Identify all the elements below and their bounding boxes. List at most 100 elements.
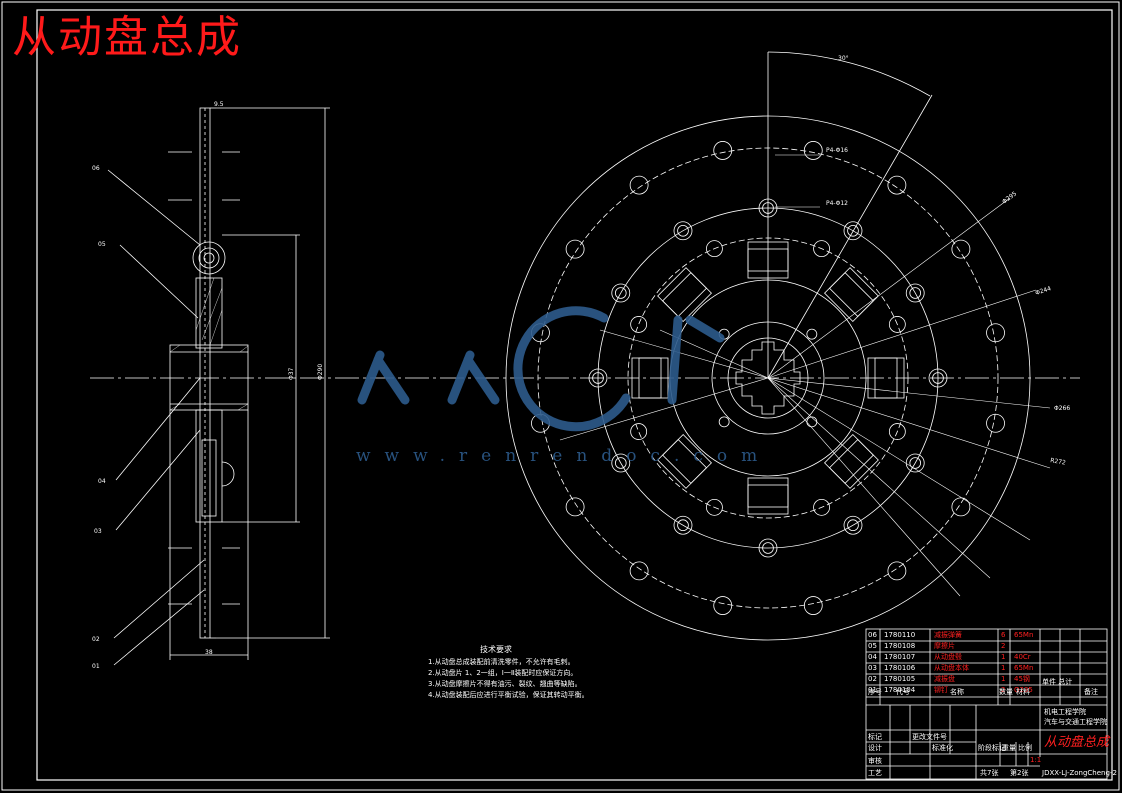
part-code: 1780105 [884,675,916,683]
sheet-total: 共7张 [980,769,999,777]
rivet-hole-inner [762,542,774,554]
rivet-hole [905,453,925,473]
rivet-hole [803,596,823,615]
designer-label: 设计 [868,744,882,752]
hdr-name: 名称 [950,688,964,696]
rivet-hole [611,453,631,473]
rivet-hole-inner [614,287,627,299]
tech-item-2: 2.从动盘片 1、2一组，Ⅰ一Ⅱ装配时应保证方向。 [428,669,578,677]
dimension-leaders [559,154,1051,597]
part-no: 04 [868,653,877,661]
part-material: 45钢 [1014,675,1030,683]
part-name: 从动盘毂 [934,653,962,661]
rivet-hole-inner [677,224,689,237]
rivet-hole-inner [847,224,859,237]
hdr-material: 材料 [1016,688,1030,696]
rivet-hole [986,413,1005,433]
dim-vertical-1: Φ37 [288,367,295,380]
spring-window [747,477,789,515]
part-code: 1780104 [884,686,916,694]
spring-window [657,434,712,489]
rivet-hole [713,596,733,615]
part-code: 1780110 [884,631,916,639]
weight-label: 重量 [1002,744,1016,752]
sheet-no: 第2张 [1010,769,1029,777]
disc-front-view [505,51,1031,641]
rivet-hole [629,561,649,581]
rivet-hole [813,498,830,516]
rivet-hole [803,141,823,160]
part-no: 01 [868,686,877,694]
part-code: 1780108 [884,642,916,650]
rivet-hole [630,316,648,333]
rivet-hole [928,368,948,388]
rivet-hole [888,316,906,333]
callout-02: 02 [92,636,100,643]
spring-window [824,267,879,322]
hdr-weight: 单件 总计 [1042,678,1073,686]
part-name: 减振盘 [934,675,955,683]
rivet-hole-inner [762,202,774,214]
spring-windows [631,241,905,515]
part-material: Q235 [1014,686,1033,694]
scale-label: 比例 [1018,744,1032,752]
title-block-name: 从动盘总成 [1044,735,1110,750]
rivet-hole [706,240,723,258]
part-no: 03 [868,664,877,672]
rivet-hole [888,423,906,440]
rivet-hole [629,175,649,195]
rivet-hole [843,221,863,241]
hdr-note: 备注 [1084,688,1098,696]
part-qty: 1 [1001,653,1006,661]
section-view [107,107,330,666]
part-qty: 2 [1001,642,1006,650]
rivet-hole-inner [847,519,859,532]
part-no: 06 [868,631,877,639]
part-no: 02 [868,675,877,683]
std-label: 标准化 [932,744,953,752]
callout-01: 01 [92,663,100,670]
checker-label: 审核 [868,757,882,765]
part-code: 1780106 [884,664,916,672]
spring-window [631,357,669,399]
rivet-hole [843,515,863,535]
hdr-qty: 数量 [999,688,1013,696]
rivet-hole [611,283,631,303]
part-name: 摩擦片 [934,642,955,650]
tech-heading: 技术要求 [480,645,512,654]
watermark-url: www.renrendoc.com [356,446,772,466]
inner-border [36,9,1113,781]
dim-hole-1: P4-Φ16 [826,147,848,154]
rivet-hole [565,239,585,259]
part-qty: 1 [1001,664,1006,672]
tech-item-4: 4.从动盘装配后应进行平衡试验，保证其转动平衡。 [428,691,589,699]
rivet-hole [887,175,907,195]
part-no: 05 [868,642,877,650]
drawing-code: JDXX-LJ-ZongCheng-2 [1042,769,1117,777]
hdr-code: 代号 [896,688,910,696]
part-qty: 6 [1001,631,1006,639]
spring-window [824,434,879,489]
disc-labels: 30° P4-Φ16 P4-Φ12 Φ295 Φ244 Φ266 R272 [826,55,1070,467]
dim-angle: 30° [838,55,849,62]
dim-d3: Φ266 [1054,405,1070,412]
part-qty: 2 [1001,686,1006,694]
rivet-hole-inner [592,372,604,384]
rivet-hole-inner [909,457,922,469]
callout-05: 05 [98,241,106,248]
title-block-lines [865,628,1108,780]
drawing-title: 从动盘总成 [12,12,242,63]
hdr-no: 序号 [868,688,882,696]
rivet-hole [951,497,971,517]
spring-window [747,241,789,279]
part-material: 65Mn [1014,631,1034,639]
rivet-hole-inner [909,287,922,299]
part-qty: 1 [1001,675,1006,683]
rivet-hole-inner [677,519,689,532]
mark-label: 标记 [868,733,882,741]
tech-item-3: 3.从动盘摩擦片不得有油污、裂纹、翘曲等缺陷。 [428,680,582,688]
rivet-hole [565,497,585,517]
watermark-logo [357,306,725,432]
rivet-hole [806,328,818,340]
